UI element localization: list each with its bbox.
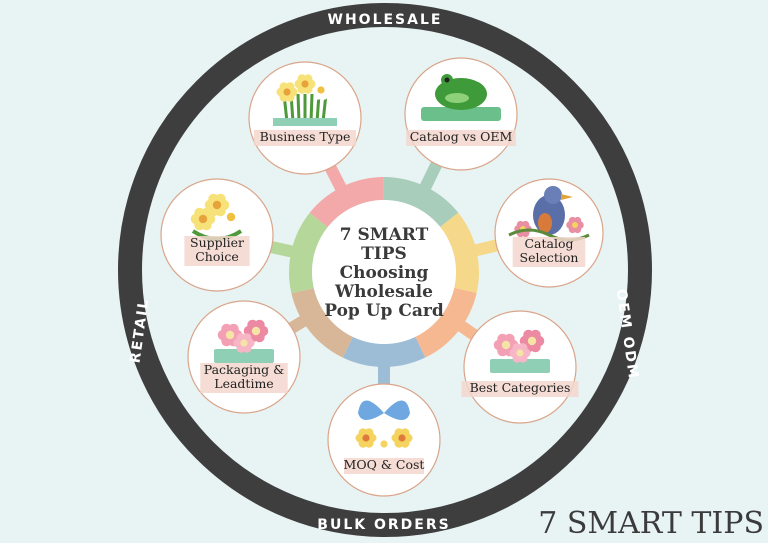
tip-label-bg [512, 237, 586, 267]
tip-node: Best Categories [461, 310, 579, 424]
tip-node: Packaging &Leadtime [187, 300, 301, 414]
spoke [418, 158, 444, 194]
center-segment [309, 177, 384, 228]
outer-ring [118, 3, 652, 537]
daffodil-bouquet-icon [273, 74, 337, 126]
frog-icon [421, 74, 501, 121]
tip-label-bg [200, 363, 288, 393]
tip-label: Best Categories [470, 380, 571, 395]
tip-nodes: Business Type Catalog vs OEM CatalogSelect… [160, 57, 604, 497]
center-segment [383, 177, 459, 228]
center-segment [440, 212, 479, 294]
center-circle [312, 200, 456, 344]
center-segment [288, 212, 328, 294]
cherry-blossom-icon [490, 329, 550, 373]
ring-label-bottom: BULK ORDERS [317, 517, 450, 533]
tip-label: Business Type [260, 129, 351, 144]
footer-title: 7 SMART TIPS [538, 506, 764, 541]
tip-label: MOQ & Cost [344, 457, 425, 472]
center-title-line: Pop Up Card [324, 301, 444, 321]
center-title-line: Choosing [340, 263, 429, 283]
tip-label-bg [406, 130, 516, 146]
center-title-line: Wholesale [334, 282, 433, 302]
center-title-line: TIPS [361, 244, 407, 264]
tip-label: Supplier [190, 235, 244, 250]
center-segment [291, 288, 353, 358]
tip-label: Selection [520, 250, 579, 265]
spoke [323, 161, 349, 195]
butterfly-bouquet-icon [355, 400, 413, 454]
tip-node: Catalog vs OEM [404, 57, 518, 171]
tip-label: Packaging & [204, 362, 284, 377]
tip-label: Choice [195, 249, 239, 264]
flower-tree-icon [214, 319, 274, 363]
center-segment [415, 287, 477, 358]
center-segment [342, 336, 426, 368]
tip-label: Catalog [524, 236, 573, 251]
tip-label-bg [344, 458, 424, 474]
ring-label-top: WHOLESALE [328, 12, 443, 28]
center-segments [288, 177, 479, 368]
tip-label: Leadtime [214, 376, 273, 391]
bird-icon [508, 186, 590, 242]
tip-label-bg [461, 381, 579, 397]
tip-label-bg [184, 236, 250, 266]
center-title-line: 7 SMART [340, 225, 429, 245]
tip-node: Business Type [248, 61, 362, 175]
tip-label-bg [253, 130, 357, 146]
tip-label: Catalog vs OEM [410, 129, 513, 144]
tip-node: MOQ & Cost [327, 383, 441, 497]
flower-bouquet-icon [190, 193, 244, 241]
